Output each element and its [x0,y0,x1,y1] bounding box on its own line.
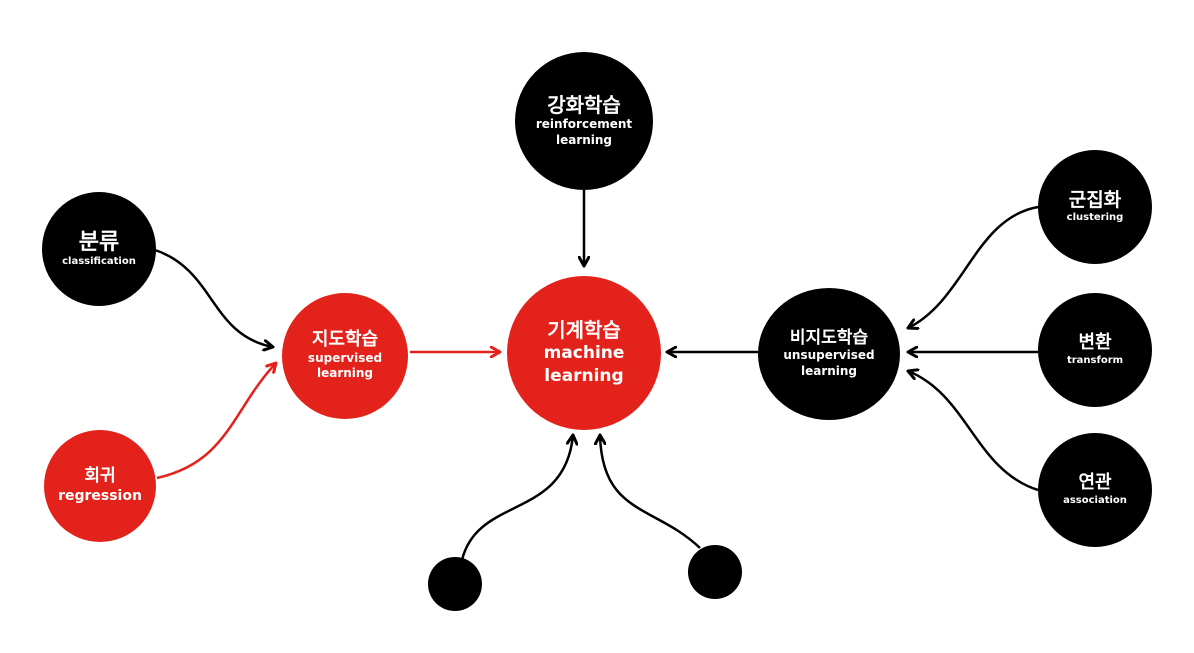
node-supervised-learning: 지도학습 supervised learning [282,293,408,419]
node-supervised-learning-ko: 지도학습 [311,329,379,351]
node-clustering-ko: 군집화 [1068,188,1122,211]
node-reinforcement-learning-en-line1: reinforcement [535,116,633,131]
node-classification-ko: 분류 [78,229,120,255]
node-unsupervised-learning: 비지도학습 unsupervised learning [758,288,900,420]
node-machine-learning-ko: 기계학습 [547,318,621,343]
node-regression-en: regression [58,487,142,504]
edge-classification-to-supervised [154,248,273,347]
node-transform-en: transform [1066,354,1124,366]
node-supervised-learning-en-line2: learning [316,366,374,381]
node-association-en: association [1063,494,1127,506]
node-reinforcement-learning: 강화학습 reinforcement learning [515,52,653,190]
edge-association-to-unsupervised [908,371,1039,492]
node-classification-en: classification [62,256,136,268]
node-unsupervised-learning-ko: 비지도학습 [789,327,869,348]
node-regression: 회귀 regression [44,430,156,542]
node-machine-learning-en-line2: learning [544,365,624,386]
node-transform-ko: 변환 [1078,332,1112,354]
edge-dot-right-to-center [600,435,701,549]
node-machine-learning-en-line1: machine [543,343,625,364]
node-machine-learning: 기계학습 machine learning [507,276,661,430]
node-clustering: 군집화 clustering [1038,150,1152,264]
unlabeled-dot-right [688,545,742,599]
node-association: 연관 association [1038,433,1152,547]
node-transform: 변환 transform [1038,293,1152,407]
edge-dot-left-to-center [460,435,573,561]
edge-clustering-to-unsupervised [908,205,1039,328]
unlabeled-dot-left [428,557,482,611]
node-reinforcement-learning-en-line2: learning [555,132,613,147]
edge-regression-to-supervised [156,363,276,480]
node-unsupervised-learning-en-line2: learning [800,363,858,378]
node-association-ko: 연관 [1078,472,1112,494]
node-reinforcement-learning-ko: 강화학습 [547,92,621,117]
node-clustering-en: clustering [1066,212,1124,224]
node-supervised-learning-en-line1: supervised [307,350,383,365]
node-regression-ko: 회귀 [84,466,116,487]
node-unsupervised-learning-en-line1: unsupervised [783,348,875,363]
node-classification: 분류 classification [42,192,156,306]
